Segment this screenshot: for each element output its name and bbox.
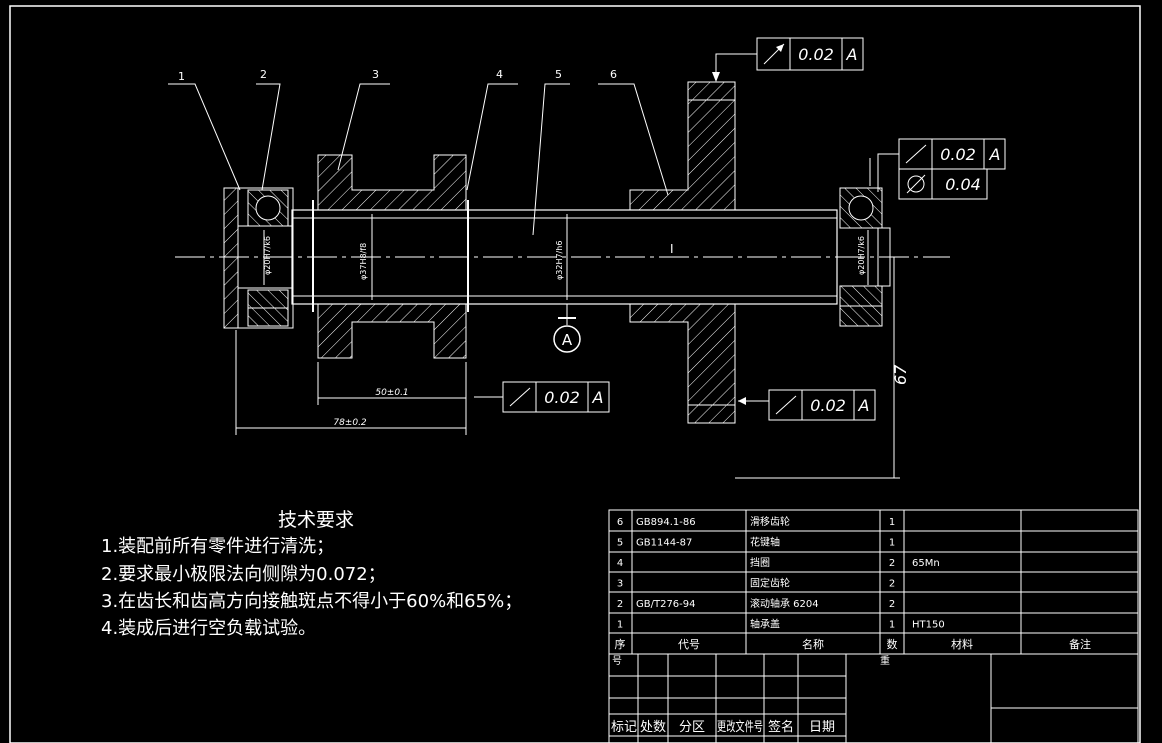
diameter-lines [263,214,869,300]
title-seq-label: 号 [612,655,622,667]
callout-6: 6 [610,68,617,81]
svg-text:序: 序 [615,637,626,651]
dim-dia-center: φ32H7/h6 [555,241,564,280]
parts-cell-name: 滚动轴承 6204 [750,597,819,610]
tolerance-frame-5: 0.02 A [738,389,876,421]
parts-cell-name: 轴承盖 [750,618,780,631]
dim-dia-mid: φ37H8/f8 [359,243,368,280]
parts-cell-no: 3 [617,579,623,590]
dim-78-text: 78±0.2 [333,418,367,428]
parts-cell-qty: 2 [889,579,895,590]
tolerance-frame-4: 0.02 A [474,381,610,413]
parts-list-header: 序 代号 名称 数 材料 备注 [615,637,1092,651]
svg-text:标记: 标记 [611,720,637,735]
tolerance-frame-2: 0.02 A [877,138,1006,192]
parts-cell-no: 6 [617,517,623,528]
title-block [608,653,1139,743]
svg-text:代号: 代号 [678,638,700,651]
parts-cell-name: 固定齿轮 [750,577,790,590]
svg-text:A: A [592,388,604,407]
dim-50-text: 50±0.1 [375,388,408,398]
title-block-labels: 标记 处数 分区 更改文件号 签名 日期 [611,719,835,735]
parts-cell-name: 滑移齿轮 [750,515,790,528]
parts-cell-qty: 2 [889,599,895,610]
requirement-3: 3.在齿长和齿高方向接触斑点不得小于60%和65%； [101,591,523,612]
svg-text:0.02: 0.02 [940,145,976,164]
parts-cell-no: 1 [617,620,623,631]
bearing-cover-left [223,187,294,329]
tolerance-frame-1: 0.02 A [712,37,864,82]
requirement-1: 1.装配前所有零件进行清洗； [101,536,335,557]
datum-a-label: A [562,331,573,349]
parts-cell-no: 2 [617,599,623,610]
spline-shaft [291,209,838,305]
parts-list-table [608,509,1139,655]
callout-4: 4 [496,68,503,81]
requirement-2: 2.要求最小极限法向侧隙为0.072； [101,564,386,585]
center-mark: I [670,242,674,256]
svg-text:分区: 分区 [679,720,705,735]
callout-3: 3 [372,68,379,81]
sliding-gear [629,81,736,424]
drawing-frame [9,5,1141,743]
svg-text:日期: 日期 [809,720,835,735]
parts-cell-material: HT150 [912,620,945,631]
svg-text:更改文件号: 更改文件号 [717,720,763,735]
parts-cell-no: 4 [617,558,623,569]
dim-dia-right: φ20H7/k6 [857,236,866,275]
parts-cell-code: GB1144-87 [636,538,692,549]
svg-text:0.04: 0.04 [945,175,981,194]
dim-67-text: 67 [891,364,910,385]
svg-text:材料: 材料 [951,637,973,651]
title-weight-label: 重 [880,654,890,667]
requirements-title: 技术要求 [278,509,355,531]
svg-text:备注: 备注 [1069,637,1091,651]
bearing-right [839,187,891,327]
requirement-4: 4.装成后进行空负载试验。 [101,618,317,639]
svg-text:处数: 处数 [640,720,666,735]
svg-text:A: A [846,45,858,64]
dim-dia-left: φ20H7/k6 [263,236,272,275]
parts-cell-qty: 1 [889,517,895,528]
fixed-gear [312,154,469,359]
callout-5: 5 [555,68,562,81]
parts-cell-code: GB/T276-94 [636,599,696,610]
svg-text:数: 数 [887,638,898,651]
parts-cell-no: 5 [617,538,623,549]
svg-text:0.02: 0.02 [810,396,846,415]
tolerance-frame-3: 0.04 [869,158,988,200]
parts-cell-qty: 2 [889,558,895,569]
svg-text:签名: 签名 [768,719,794,735]
dimension-78 [235,330,466,435]
svg-text:0.02: 0.02 [544,388,580,407]
svg-text:0.02: 0.02 [798,45,834,64]
datum-a-symbol [553,325,581,353]
parts-cell-name: 挡圈 [750,556,770,569]
parts-cell-qty: 1 [889,620,895,631]
parts-cell-name: 花键轴 [750,536,780,549]
svg-text:名称: 名称 [802,637,824,651]
parts-cell-code: GB894.1-86 [636,517,696,528]
svg-text:A: A [989,145,1001,164]
dimension-67 [735,257,900,479]
callout-1: 1 [178,70,185,83]
parts-list-rows: 6 GB894.1-86 滑移齿轮 1 5 GB1144-87 花键轴 1 4 挡圈 2 65Mn 3 固… [617,515,945,631]
dimension-50 [317,362,467,435]
parts-cell-qty: 1 [889,538,895,549]
svg-text:A: A [858,396,870,415]
balloon-leaders [168,83,669,236]
parts-cell-material: 65Mn [912,558,940,569]
callout-2: 2 [260,68,267,81]
